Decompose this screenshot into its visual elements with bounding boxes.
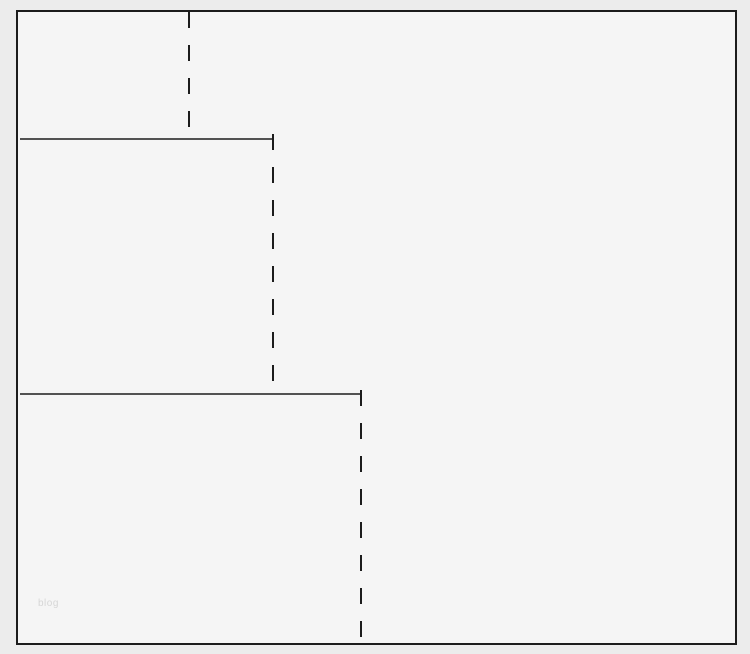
watermark-text: blog [38,598,59,609]
template-canvas: blog [16,10,737,645]
diagram-svg [20,12,362,643]
